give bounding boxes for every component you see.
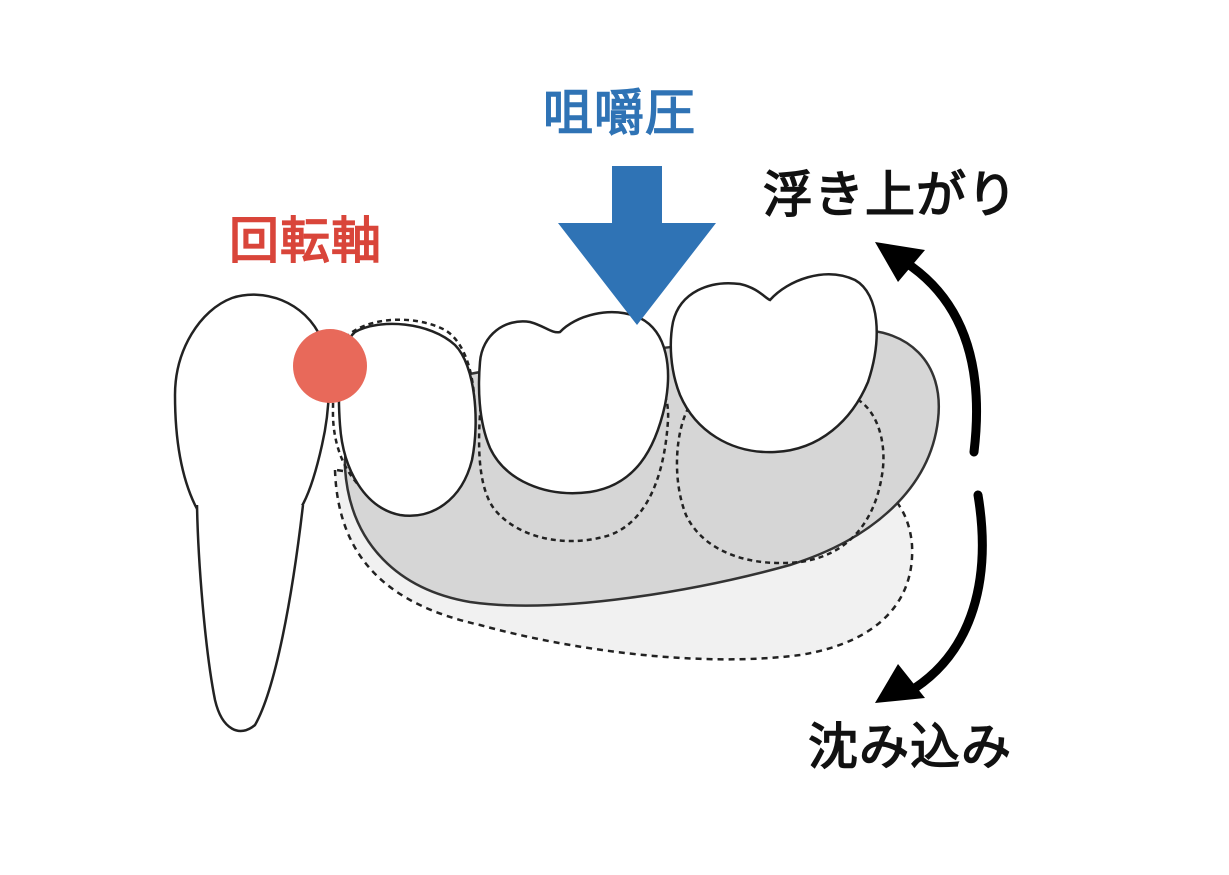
premolar — [337, 322, 477, 517]
second-molar — [669, 273, 878, 454]
canine-crown — [173, 293, 331, 540]
bite-pressure-label: 咀嚼圧 — [543, 84, 696, 142]
sink-down-arrow — [910, 490, 987, 693]
rotation-axis-dot — [293, 329, 367, 403]
first-molar — [477, 311, 670, 495]
sunken-second-molar-outline — [675, 385, 885, 565]
rotation-axis-label: 回転軸 — [229, 212, 382, 270]
bite-pressure-arrow — [558, 166, 716, 325]
lift-up-arrow — [900, 257, 981, 457]
sink-down-label: 沈み込み — [808, 718, 1012, 776]
sink-down-arrowhead — [875, 664, 925, 703]
canine-root — [195, 504, 305, 733]
lift-up-label: 浮き上がり — [763, 166, 1018, 224]
lift-up-arrowhead — [875, 242, 925, 282]
